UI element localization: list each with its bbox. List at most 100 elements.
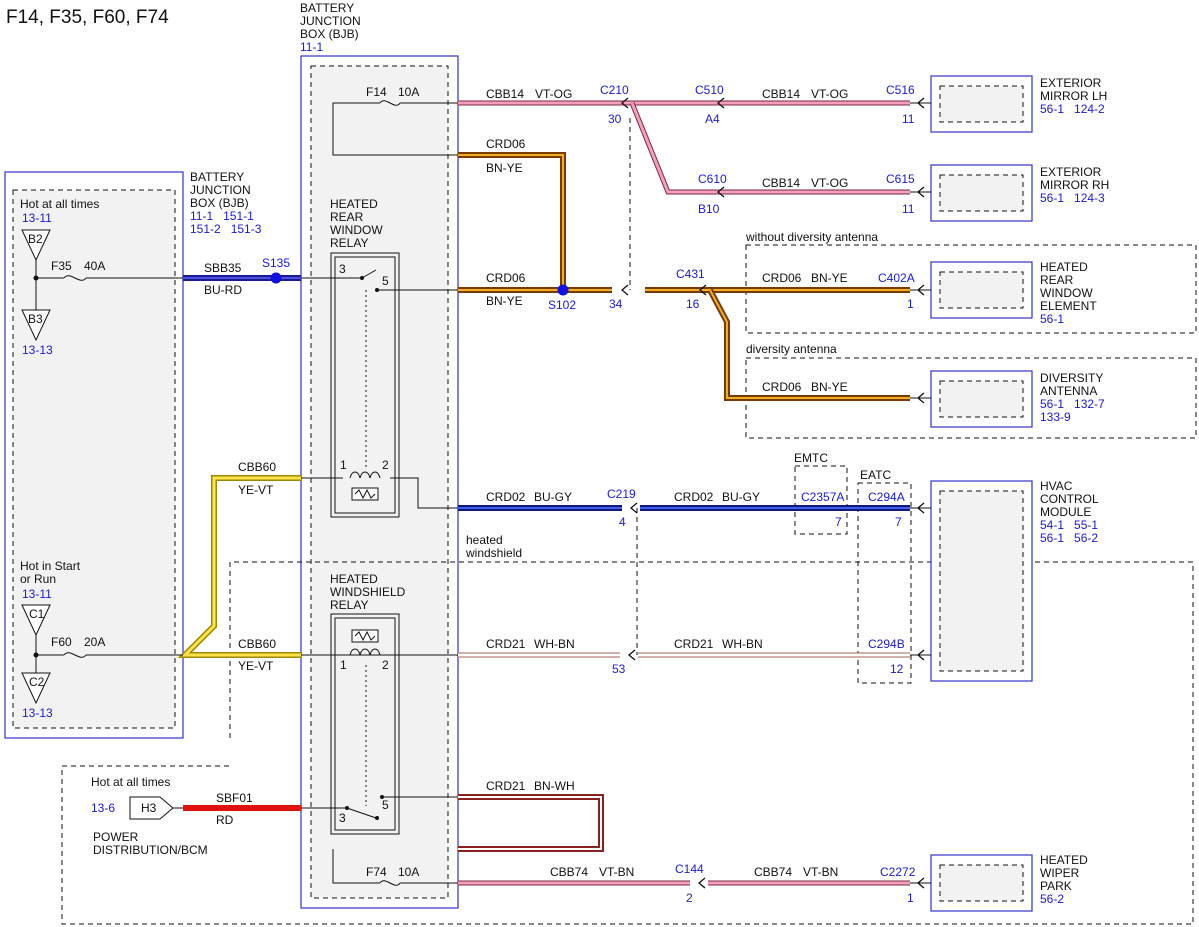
cbb14-lh-color: VT-OG [811, 87, 848, 101]
fuse-f60-name: F60 [51, 635, 72, 649]
mirror-rh-title-1: EXTERIOR [1040, 165, 1102, 179]
s102-label: S102 [548, 298, 576, 312]
rear-relay-title-1: HEATED [330, 197, 378, 211]
exterior-mirror-lh [930, 75, 1033, 133]
mirror-rh-refs: 56-1 124-3 [1040, 191, 1105, 205]
diversity-label: diversity antenna [746, 342, 837, 356]
mirror-lh-title-1: EXTERIOR [1040, 76, 1102, 90]
cbb74-b-circuit: CBB74 [754, 865, 792, 879]
heated-windshield-relay [330, 613, 400, 835]
c294b-name: C294B [868, 637, 905, 651]
windshield-relay-pin-5: 5 [382, 798, 389, 812]
cbb60-upper-color: YE-VT [238, 483, 274, 497]
connector-triangles [21, 229, 51, 705]
wiper-park-title-2: WIPER [1040, 866, 1080, 880]
cbb60-lower-color: YE-VT [238, 659, 274, 673]
c2-label: C2 [29, 675, 45, 689]
main-bjb-title-2: JUNCTION [300, 14, 361, 28]
left-bjb [4, 171, 184, 739]
eatc-region [857, 482, 912, 684]
fuse-f74-name: F74 [366, 865, 387, 879]
c2-ref: 13-13 [22, 706, 53, 720]
crd21-loop-color: BN-WH [534, 779, 575, 793]
internal-wiring [35, 102, 931, 884]
fuse-symbols [63, 100, 401, 886]
crd06-upper-color: BN-YE [486, 161, 523, 175]
heated-rear-refs: 56-1 [1040, 312, 1064, 326]
left-bjb-title-2: JUNCTION [190, 183, 251, 197]
hot-all-times-ref: 13-11 [22, 211, 52, 225]
crd21-a-color: WH-BN [534, 637, 575, 651]
fuse-f35-rating: 40A [84, 259, 105, 273]
rear-relay-title-2: REAR [330, 210, 364, 224]
cbb14-top-color: VT-OG [535, 87, 572, 101]
sbf01-color: RD [216, 813, 234, 827]
h3-label: H3 [141, 801, 157, 815]
hot-run-label-1: Hot in Start [20, 559, 81, 573]
sbf01-circuit: SBF01 [216, 791, 253, 805]
power-hot-all-label: Hot at all times [91, 775, 170, 789]
crd06-div-circuit: CRD06 [762, 380, 802, 394]
main-bjb-ref: 11-1 [300, 40, 323, 54]
mirror-lh-refs: 56-1 124-2 [1040, 102, 1105, 116]
s135-label: S135 [262, 256, 290, 270]
hot-run-ref: 13-11 [22, 587, 52, 601]
heated-rear-title-4: ELEMENT [1040, 299, 1097, 313]
heated-rear-title-2: REAR [1040, 273, 1074, 287]
left-bjb-title-3: BOX (BJB) [190, 196, 249, 210]
rear-relay-pin-3: 3 [339, 262, 346, 276]
c402a-name: C402A [878, 271, 915, 285]
h3-connector [129, 796, 174, 820]
heated-rear-title-1: HEATED [1040, 260, 1088, 274]
cbb74-a-color: VT-BN [599, 865, 634, 879]
c2272-name: C2272 [880, 865, 916, 879]
heated-rear-title-3: WINDOW [1040, 286, 1093, 300]
emtc-label: EMTC [794, 451, 828, 465]
power-label-1: POWER [93, 830, 139, 844]
sbb35-circuit: SBB35 [204, 261, 242, 275]
crd06-div-color: BN-YE [811, 380, 848, 394]
connector-arrows [620, 97, 925, 889]
c219-pin: 4 [619, 515, 626, 529]
c615-pin: 11 [902, 202, 915, 216]
c431-pin-34: 34 [609, 297, 623, 311]
fuse-f74-rating: 10A [398, 865, 419, 879]
windshield-relay-pin-1: 1 [340, 658, 347, 672]
c2357a-pin: 7 [835, 515, 842, 529]
main-bjb-title-3: BOX (BJB) [300, 27, 359, 41]
c510-pin: A4 [705, 112, 720, 126]
wire-crd06-bn-ye [458, 152, 910, 401]
heated-windshield-label-1: heated [466, 533, 503, 547]
c610-pin: B10 [698, 202, 720, 216]
cbb14-top-circuit: CBB14 [486, 87, 524, 101]
c516-pin: 11 [902, 112, 915, 126]
diversity-title-1: DIVERSITY [1040, 371, 1103, 385]
cbb14-lh-circuit: CBB14 [762, 87, 800, 101]
crd02-b-color: BU-GY [722, 490, 760, 504]
diversity-antenna [930, 370, 1033, 428]
crd02-b-circuit: CRD02 [674, 490, 714, 504]
mirror-lh-title-2: MIRROR LH [1040, 89, 1107, 103]
hvac-control-module [930, 480, 1033, 682]
power-ref: 13-6 [91, 801, 115, 815]
c210-pin: 30 [608, 112, 622, 126]
b3-label: B3 [28, 312, 43, 326]
c144-pin: 2 [686, 891, 693, 905]
cbb74-a-circuit: CBB74 [550, 865, 588, 879]
crd21-b-color: WH-BN [722, 637, 763, 651]
without-diversity-region [745, 244, 1197, 334]
windshield-relay-title-2: WINDSHIELD [330, 585, 406, 599]
emtc-region [794, 465, 848, 535]
heated-rear-window-element [930, 261, 1033, 319]
hvac-refs-1: 54-1 55-1 [1040, 518, 1098, 532]
c610-name: C610 [698, 172, 727, 186]
c294a-pin: 7 [895, 515, 902, 529]
fuse-f14-name: F14 [366, 85, 387, 99]
c402a-pin: 1 [907, 297, 914, 311]
c516-name: C516 [886, 83, 915, 97]
splice-s102 [557, 284, 569, 296]
crd06-upper-circuit: CRD06 [486, 137, 526, 151]
c210-name: C210 [600, 83, 629, 97]
rear-relay-pin-1: 1 [340, 458, 347, 472]
